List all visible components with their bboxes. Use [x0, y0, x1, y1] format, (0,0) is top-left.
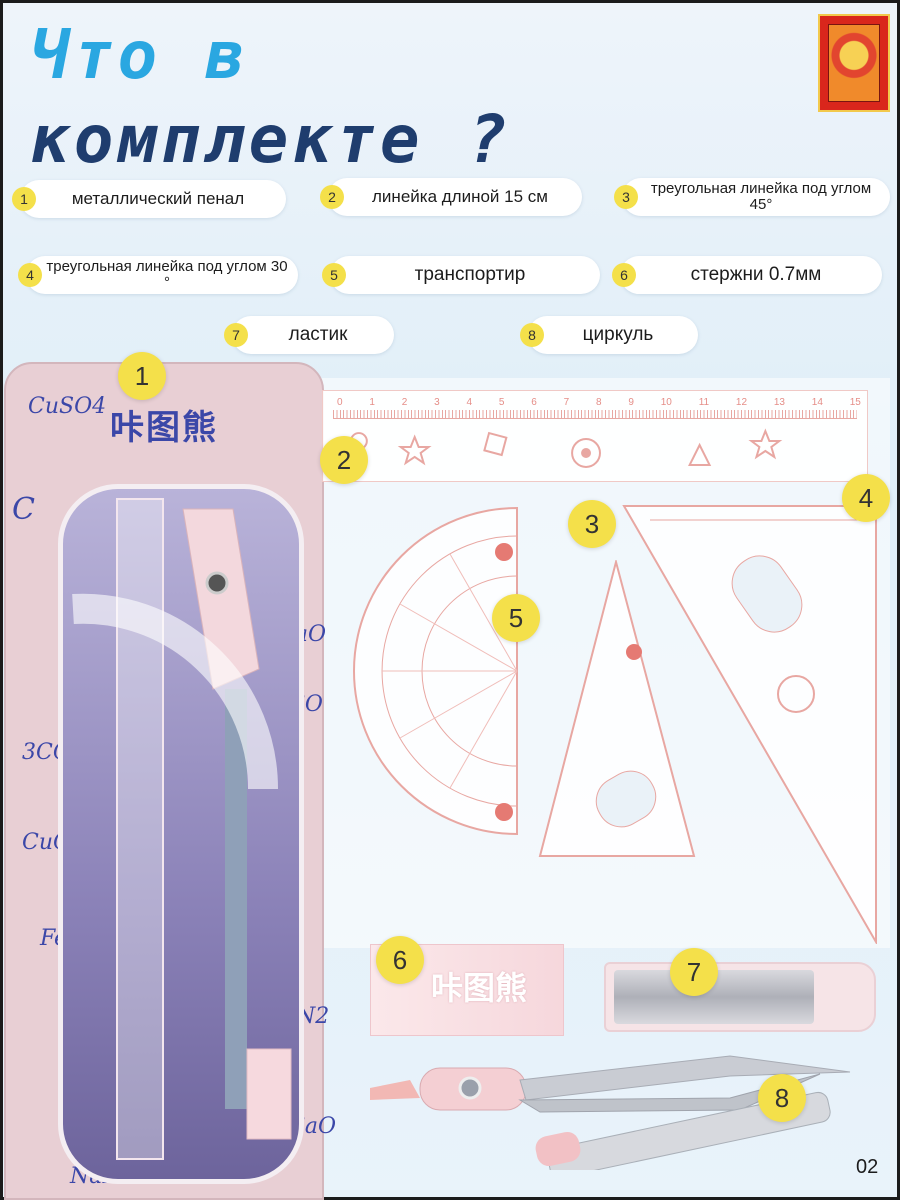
item-label: металлический пенал — [71, 189, 245, 208]
marker-4: 4 — [842, 474, 890, 522]
case-window — [58, 484, 304, 1184]
item-pill-8: 8 циркуль — [520, 316, 698, 354]
case-formula: CuSO4 — [28, 394, 107, 419]
page-number: 02 — [856, 1156, 879, 1178]
marker-6: 6 — [376, 936, 424, 984]
item-pill-4: 4 треугольная линейка под углом 30 ° — [18, 256, 298, 294]
item-pill-5: 5 транспортир — [322, 256, 600, 294]
item-label: транспортир — [414, 264, 526, 285]
ruler-decorations — [349, 428, 783, 468]
item-label: треугольная линейка под углом 30 ° — [46, 258, 288, 291]
item-label: циркуль — [582, 324, 654, 345]
item-pill-7: 7 ластик — [224, 316, 394, 354]
item-number-badge: 5 — [322, 263, 346, 287]
triangle-ruler-45 — [538, 560, 696, 857]
item-number-badge: 6 — [612, 263, 636, 287]
item-pill-1: 1 металлический пенал — [12, 180, 286, 218]
marker-8: 8 — [758, 1074, 806, 1122]
item-label: линейка длиной 15 см — [372, 187, 548, 206]
case-formula: C — [12, 492, 35, 527]
title-line-1: Что в — [30, 17, 249, 94]
item-label: ластик — [288, 324, 348, 345]
item-number-badge: 2 — [320, 185, 344, 209]
protractor — [353, 506, 518, 836]
item-pill-3: 3 треугольная линейка под углом 45° — [614, 178, 890, 216]
marker-7: 7 — [670, 948, 718, 996]
case-brand-text: 咔图熊 — [110, 409, 218, 447]
item-number-badge: 4 — [18, 263, 42, 287]
ruler-scale — [333, 397, 857, 419]
triangle-ruler-30 — [622, 505, 877, 944]
item-pill-6: 6 стержни 0.7мм — [612, 256, 882, 294]
marker-5: 5 — [492, 594, 540, 642]
item-number-badge: 1 — [12, 187, 36, 211]
marker-1: 1 — [118, 352, 166, 400]
item-number-badge: 7 — [224, 323, 248, 347]
item-pill-2: 2 линейка длиной 15 см — [320, 178, 582, 216]
case-contents-drawing — [72, 498, 292, 1160]
item-label: стержни 0.7мм — [690, 264, 822, 285]
item-label: треугольная линейка под углом 45° — [650, 180, 872, 213]
item-number-badge: 8 — [520, 323, 544, 347]
marker-3: 3 — [568, 500, 616, 548]
marker-2: 2 — [320, 436, 368, 484]
item-number-badge: 3 — [614, 185, 638, 209]
metal-pencil-case: 咔图熊 CuSO4 C CaO CO 3CO CuO Fe 6N2 CaO Na… — [4, 362, 336, 1200]
pencil-leads-box — [604, 962, 876, 1032]
brand-logo-image — [818, 14, 890, 112]
page-title: Что в комплекте ? — [30, 14, 511, 182]
compass — [370, 1055, 851, 1170]
title-line-2: комплекте ? — [30, 101, 512, 178]
eraser-brand-text: 咔图熊 — [431, 970, 528, 1006]
